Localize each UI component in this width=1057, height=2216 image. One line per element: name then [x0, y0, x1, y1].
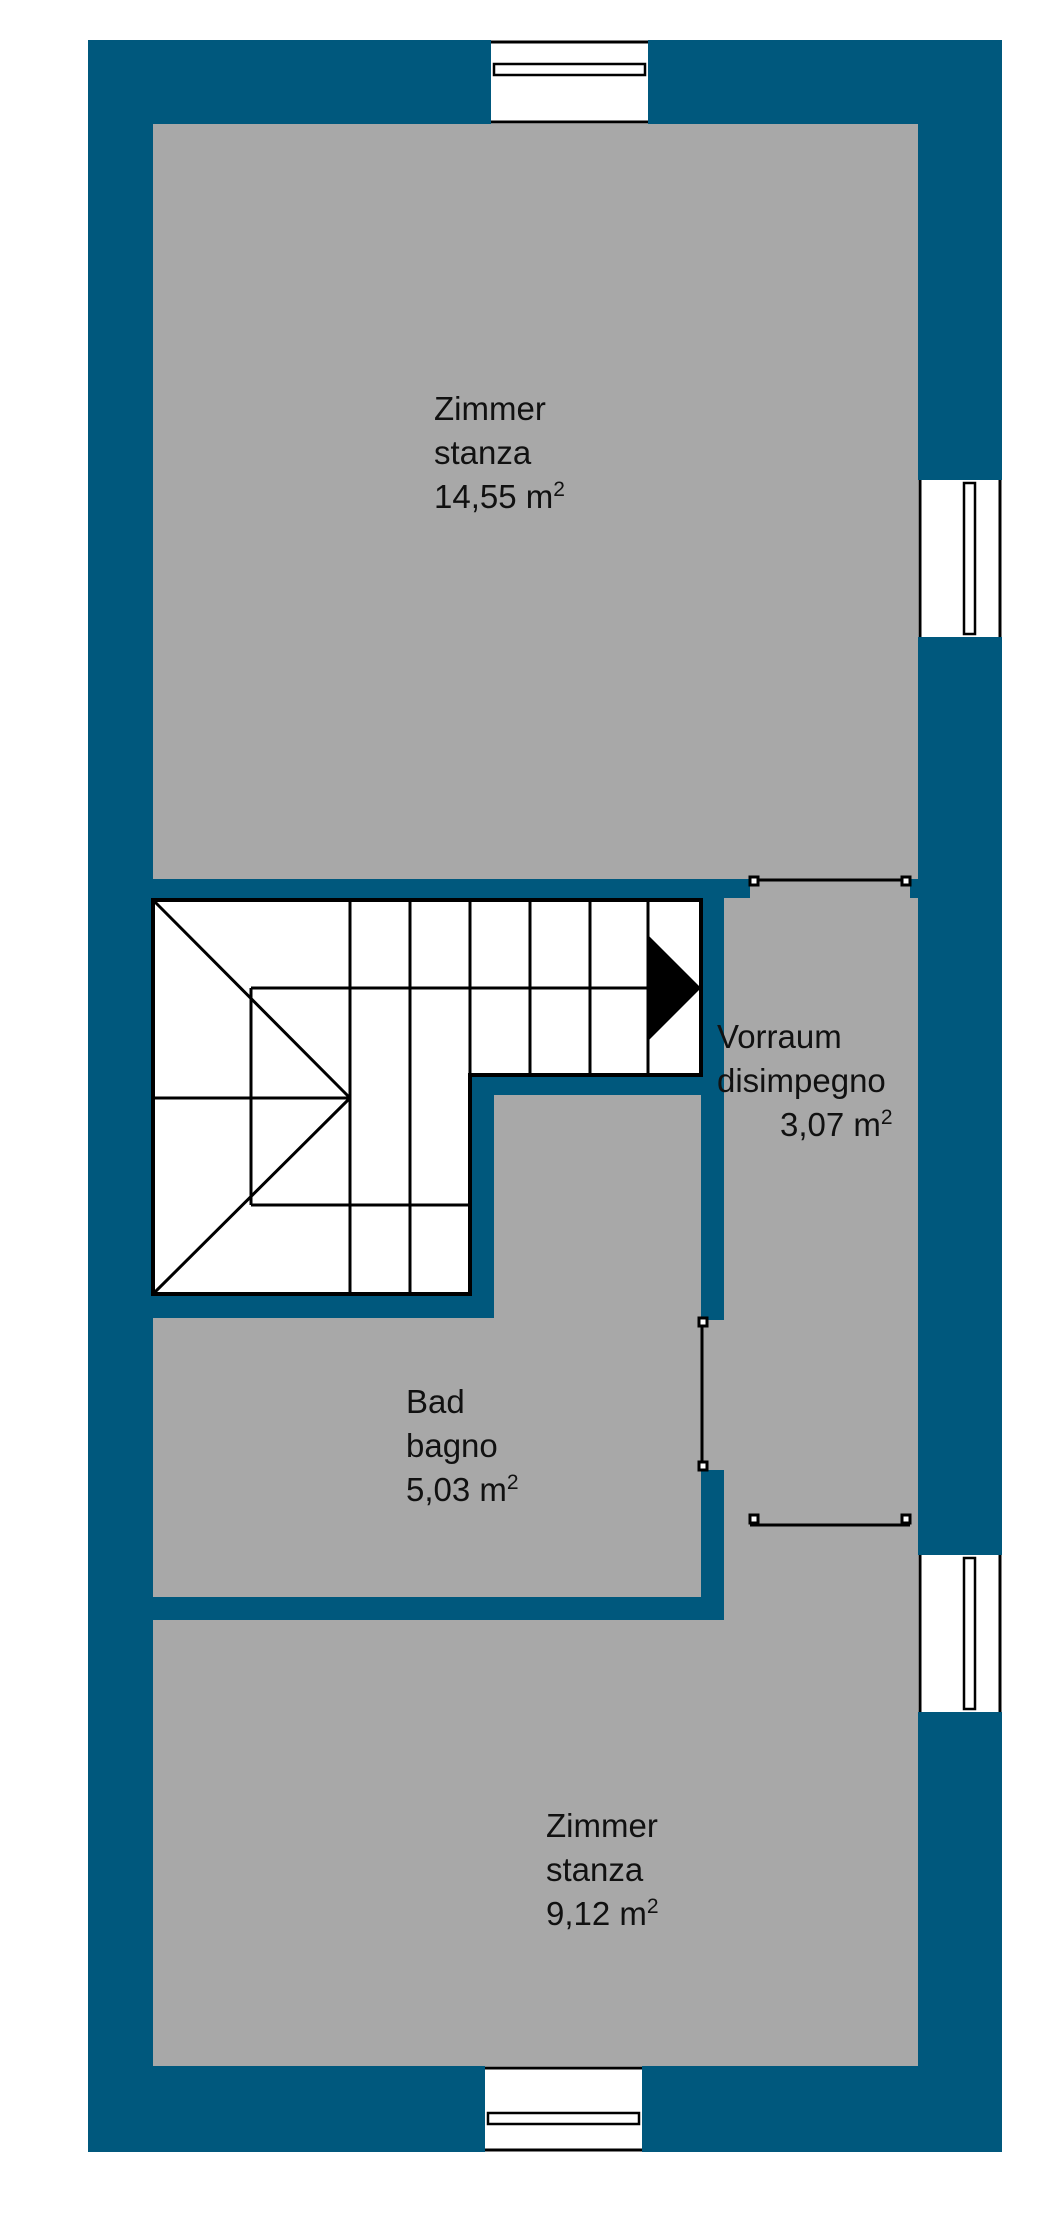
bathroom-floor[interactable] — [153, 1095, 701, 1597]
hallway-area: 3,07 m2 — [780, 1106, 893, 1143]
lower-room-doorway — [750, 1505, 910, 1527]
upper-room-area: 14,55 m2 — [434, 478, 565, 515]
lower-room-area: 9,12 m2 — [546, 1895, 659, 1932]
upper-room-label: Zimmer stanza 14,55 m2 — [434, 387, 565, 519]
upper-room-floor[interactable] — [153, 124, 918, 879]
hallway-name-it: disimpegno — [717, 1062, 886, 1099]
lower-room-name-it: stanza — [546, 1851, 644, 1888]
upper-room-doorway — [750, 878, 910, 900]
window-top — [491, 40, 648, 124]
upper-room-name-de: Zimmer — [434, 390, 546, 427]
staircase-treads — [151, 898, 701, 1296]
hallway-label: Vorraum disimpegno 3,07 m2 — [717, 1015, 893, 1147]
stair-direction-arrow-icon — [648, 935, 701, 1041]
door-frames — [697, 875, 912, 1527]
upper-room-name-it: stanza — [434, 434, 532, 471]
bathroom-name-it: bagno — [406, 1427, 498, 1464]
bathroom-label: Bad bagno 5,03 m2 — [406, 1380, 519, 1512]
bathroom-name-de: Bad — [406, 1383, 465, 1420]
window-bottom — [485, 2066, 642, 2152]
lower-room-label: Zimmer stanza 9,12 m2 — [546, 1804, 659, 1936]
lower-room-floor[interactable] — [153, 1526, 918, 2066]
hallway-name-de: Vorraum — [717, 1018, 842, 1055]
hallway-floor[interactable] — [724, 898, 918, 1526]
staircase[interactable] — [151, 898, 703, 1296]
window-right-lower — [918, 1555, 1002, 1712]
bathroom-doorway — [699, 1320, 727, 1470]
bathroom-area: 5,03 m2 — [406, 1471, 519, 1508]
window-right-upper — [918, 480, 1002, 637]
lower-room-name-de: Zimmer — [546, 1807, 658, 1844]
